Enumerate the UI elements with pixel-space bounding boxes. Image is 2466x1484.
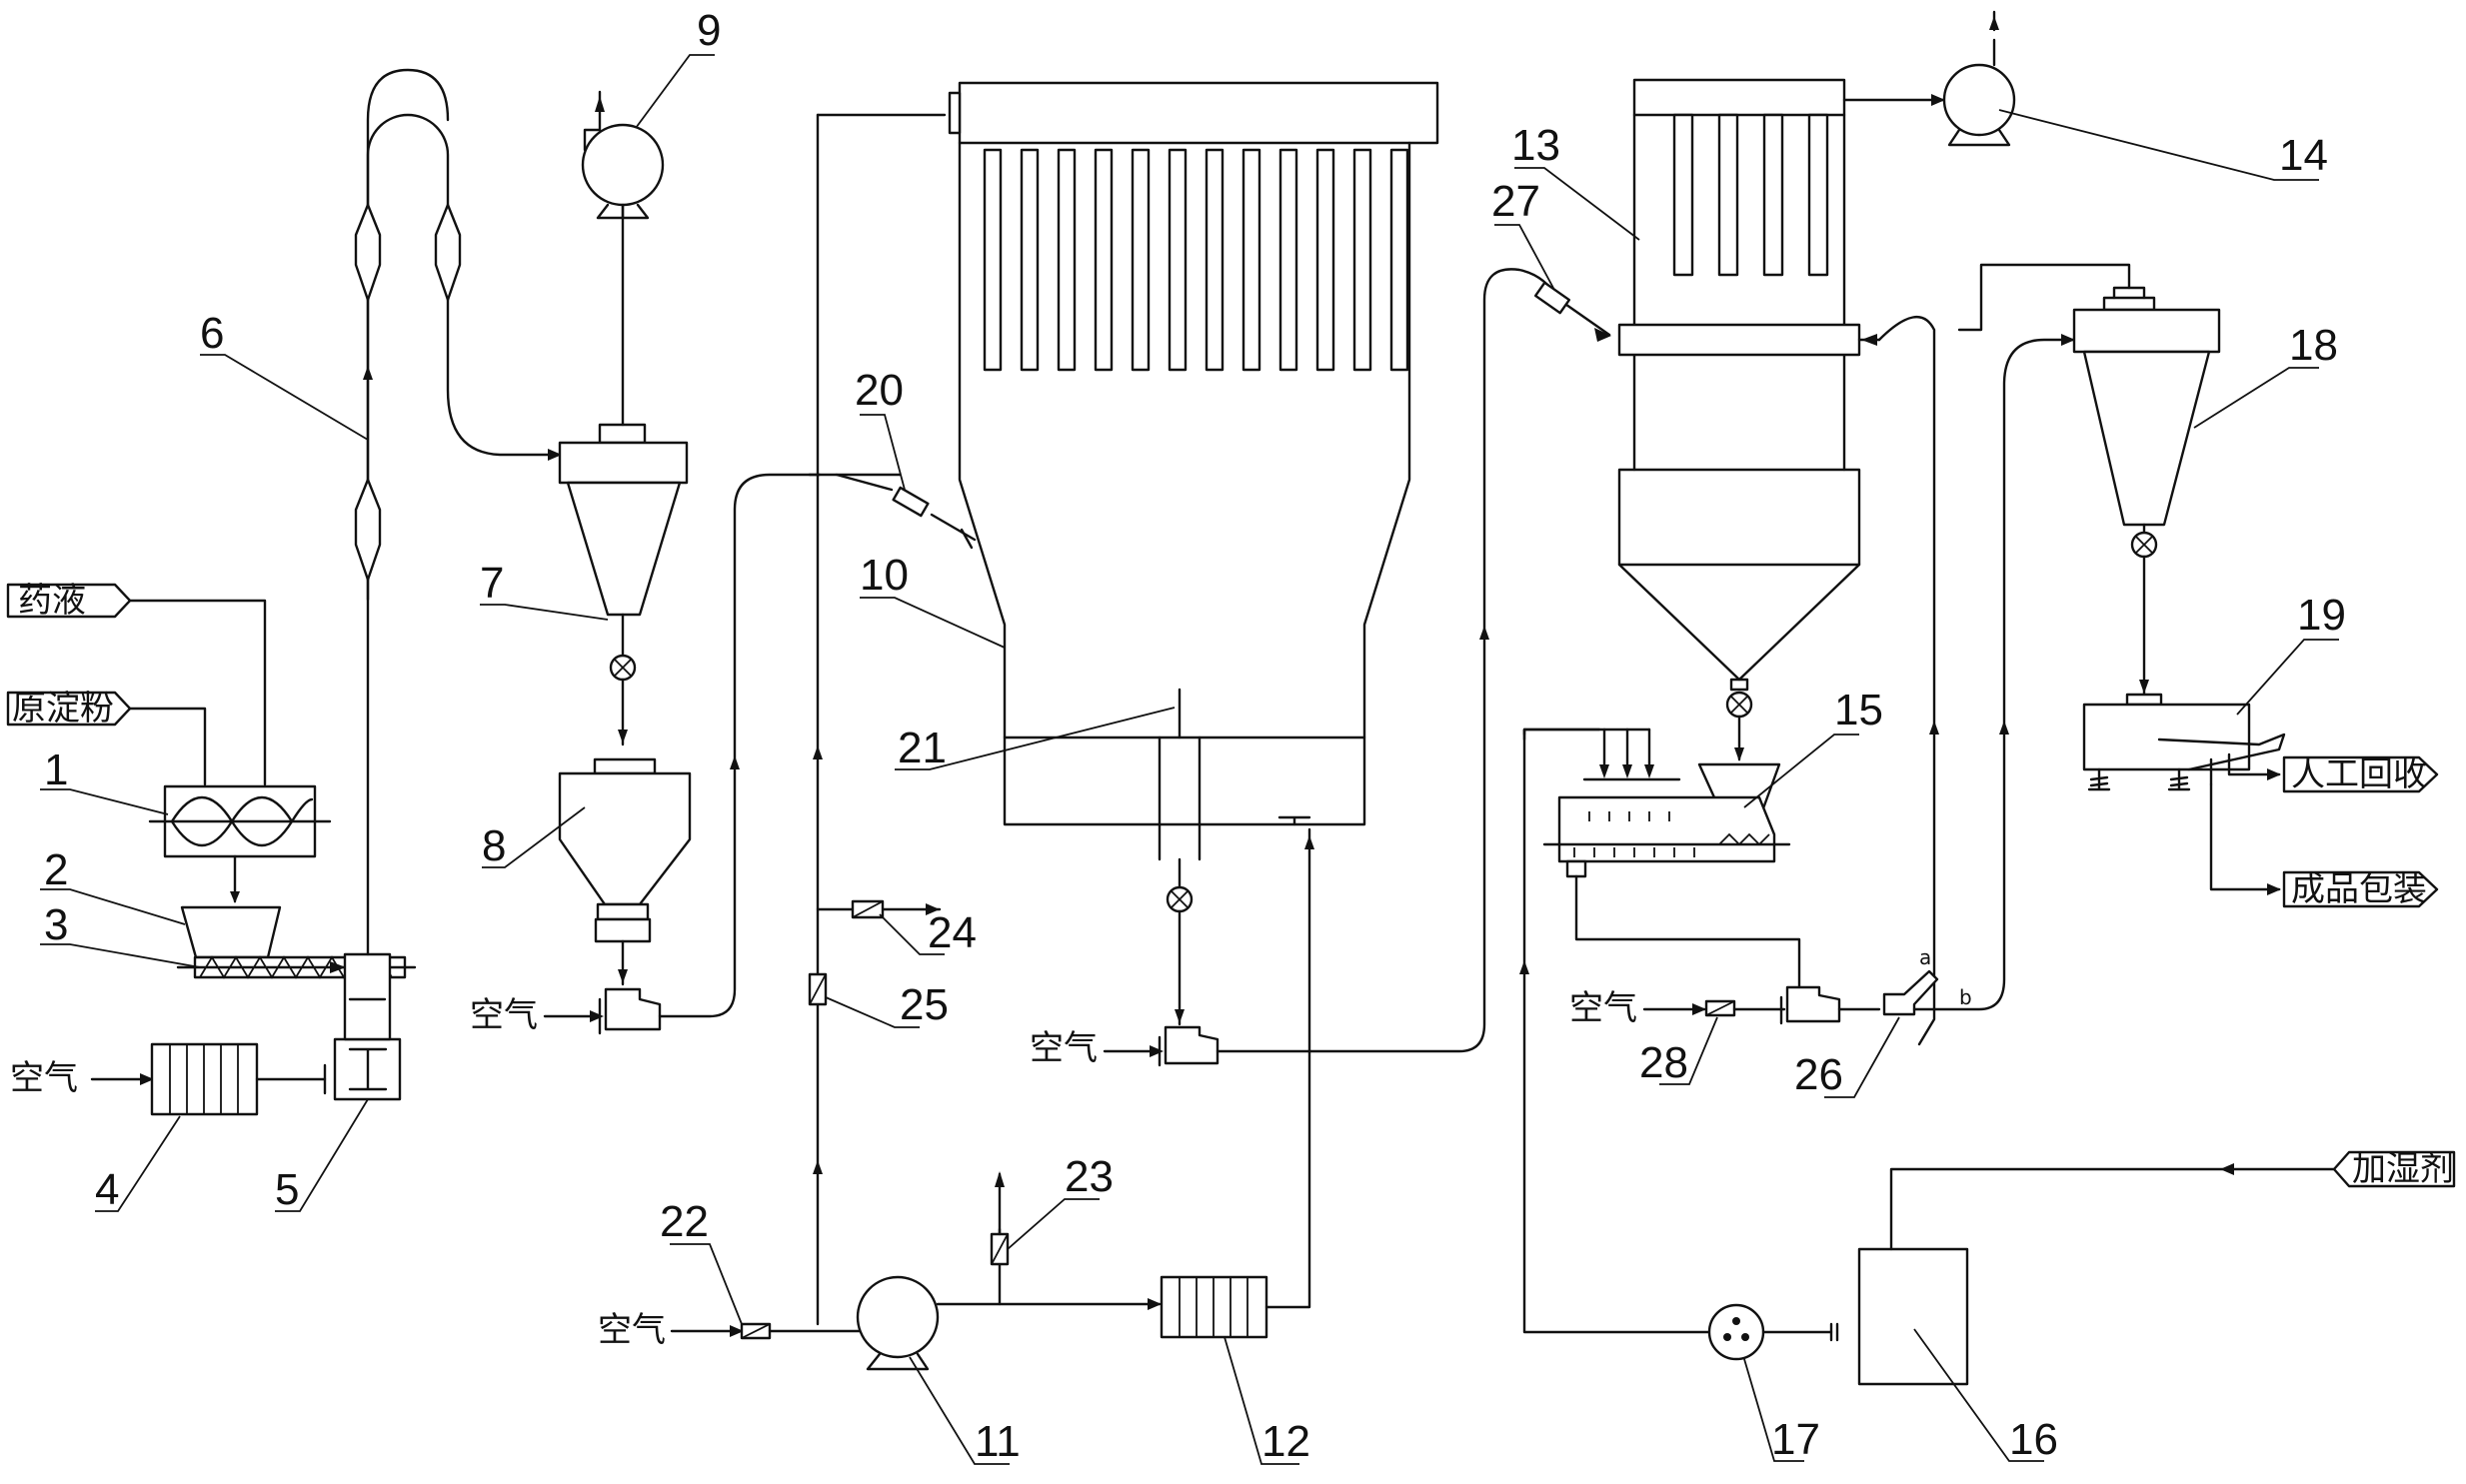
label-15: 15 — [1834, 686, 1883, 735]
cyclone-separator-left — [558, 188, 689, 746]
intermediate-hopper — [558, 757, 692, 986]
dryer-filter-bags — [983, 148, 1409, 372]
label-20: 20 — [855, 366, 904, 415]
label-22: 22 — [660, 1197, 709, 1246]
label-26: 26 — [1794, 1050, 1843, 1099]
label-11: 11 — [975, 1417, 1021, 1466]
label-18: 18 — [2289, 321, 2338, 370]
label-25: 25 — [900, 980, 949, 1029]
label-9: 9 — [697, 6, 721, 55]
label-5: 5 — [275, 1165, 299, 1214]
label-16: 16 — [2009, 1415, 2058, 1464]
exhaust-fan-14 — [1842, 10, 2016, 147]
callout-labels: 1 2 3 4 5 6 7 8 9 10 20 21 24 — [40, 6, 2346, 1466]
disperser — [333, 952, 402, 1101]
label-1: 1 — [44, 745, 68, 794]
label-6: 6 — [200, 309, 224, 358]
svg-text:a: a — [1919, 945, 1931, 969]
label-17: 17 — [1771, 1415, 1820, 1464]
fan-11-heater-12: 空气 — [598, 827, 1314, 1371]
label-4: 4 — [95, 1165, 119, 1214]
label-21: 21 — [898, 724, 947, 772]
label-27: 27 — [1491, 177, 1540, 226]
venturi-feeder-15: 空气 a b — [1569, 334, 2076, 1028]
manual-recovery-output: 人工回收 — [2282, 754, 2439, 794]
label-28: 28 — [1639, 1038, 1688, 1087]
svg-text:空气: 空气 — [10, 1058, 78, 1098]
spray-nozzles — [1573, 811, 1695, 857]
svg-text:成品包装: 成品包装 — [2291, 869, 2427, 909]
humidifying-mixer — [1522, 728, 1804, 1011]
air-heater-left: 空气 — [10, 1042, 327, 1116]
svg-text:空气: 空气 — [1030, 1028, 1098, 1068]
product-packaging-output: 成品包装 — [2282, 869, 2439, 909]
label-3: 3 — [44, 900, 68, 949]
cyclone-separator-right — [1957, 263, 2221, 697]
flash-dryer-pipe — [354, 68, 562, 956]
fluid-bed-filter-bags — [1672, 113, 1829, 277]
label-23: 23 — [1065, 1152, 1114, 1201]
svg-text:空气: 空气 — [1569, 988, 1637, 1028]
label-19: 19 — [2297, 591, 2346, 640]
label-12: 12 — [1261, 1417, 1310, 1466]
label-24: 24 — [928, 908, 977, 957]
label-14: 14 — [2279, 131, 2328, 180]
svg-text:原淀粉: 原淀粉 — [12, 689, 114, 729]
svg-text:空气: 空气 — [470, 995, 538, 1035]
fluid-bed-dryer — [1617, 78, 1861, 761]
medicine-liquid-input: 药液 — [6, 581, 267, 786]
exhaust-fan-9 — [581, 90, 665, 220]
spray-dryer-tower — [948, 81, 1439, 1026]
hot-air-loop — [808, 113, 947, 1326]
raw-starch-input: 原淀粉 — [6, 689, 207, 786]
svg-text:加湿剂: 加湿剂 — [2352, 1149, 2454, 1189]
recycle-line-a — [1857, 315, 1939, 1046]
svg-text:b: b — [1959, 985, 1972, 1009]
atomizer-feed-line — [808, 473, 977, 550]
humidifier-input: 加湿剂 — [2332, 1149, 2456, 1189]
label-10: 10 — [860, 551, 909, 600]
svg-text:空气: 空气 — [598, 1310, 666, 1350]
label-2: 2 — [44, 845, 68, 894]
label-8: 8 — [482, 821, 506, 870]
label-13: 13 — [1511, 121, 1560, 170]
vibrating-screen — [2082, 693, 2286, 895]
feed-hopper — [180, 905, 282, 959]
mixer — [148, 784, 332, 903]
venturi-feeder-10: 空气 — [1030, 268, 1611, 1068]
label-7: 7 — [480, 559, 504, 608]
humidifier-feed-line — [1519, 728, 2336, 1386]
svg-text:药液: 药液 — [18, 581, 86, 621]
venturi-feeder-8: 空气 — [470, 473, 812, 1035]
svg-text:人工回收: 人工回收 — [2291, 754, 2427, 794]
